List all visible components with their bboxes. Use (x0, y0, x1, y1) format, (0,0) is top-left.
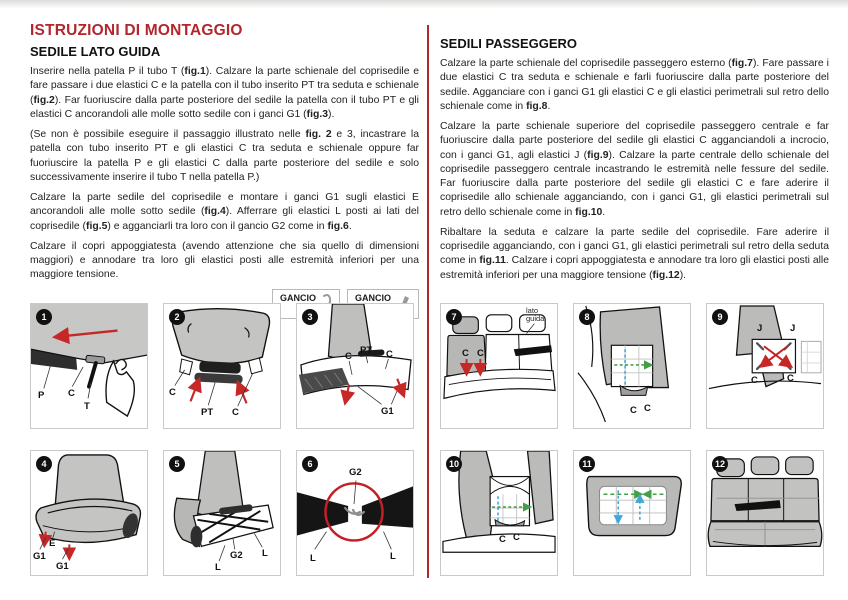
figure-panel-9: 9 J J C C (706, 303, 824, 429)
figure-panel-10: 10 C C (440, 450, 558, 576)
figure-panel-12: 12 (706, 450, 824, 576)
figure-label: C (345, 351, 352, 362)
paragraph: Calzare il copri appoggiatesta (avendo a… (30, 240, 419, 281)
figure-number-badge: 4 (36, 456, 52, 472)
figure-number-badge: 12 (712, 456, 728, 472)
scan-edge-shadow (0, 0, 848, 9)
paragraph: Inserire nella patella P il tubo T (fig.… (30, 66, 419, 120)
figure-number-badge: 3 (302, 309, 318, 325)
figure-number-badge: 1 (36, 309, 52, 325)
section-title-driver-seat: SEDILE LATO GUIDA (30, 44, 161, 59)
figure-7-illustration (443, 314, 556, 400)
figure-grid-driver: 1 P C T 2 (30, 303, 414, 576)
figure-label: L (390, 551, 396, 562)
figure-label: G2 (230, 550, 243, 561)
right-column: SEDILI PASSEGGERO Calzare la parte schie… (440, 22, 829, 289)
figure-number-badge: 5 (169, 456, 185, 472)
figure-number-badge: 6 (302, 456, 318, 472)
figure-label: C (787, 373, 794, 384)
figure-label: C (751, 375, 758, 386)
figure-number-badge: 9 (712, 309, 728, 325)
page-title: ISTRUZIONI DI MONTAGGIO (30, 22, 243, 39)
paragraph: Calzare la parte schienale superiore del… (440, 121, 829, 218)
section-title-passenger-seats: SEDILI PASSEGGERO (440, 36, 578, 51)
figure-label: C (477, 348, 484, 359)
figure-panel-6: 6 G2 L L (296, 450, 414, 576)
figure-label: T (84, 401, 90, 412)
figure-number-badge: 11 (579, 456, 595, 472)
figure-label: C (68, 388, 75, 399)
figure-label: C (232, 407, 239, 418)
figure-panel-3: 3 C PT C G1 (296, 303, 414, 429)
figure-label: P (38, 390, 45, 401)
figure-label: PT (201, 407, 214, 418)
figure-panel-8: 8 C C (573, 303, 691, 429)
figure-panel-2: 2 C PT C (163, 303, 281, 429)
figure-8-illustration (577, 305, 670, 423)
figure-6-illustration (297, 480, 413, 550)
figure-label: C (630, 405, 637, 416)
figure-label: C (169, 387, 176, 398)
figure-note-lato-guida: lato guida (526, 306, 545, 324)
figure-2-illustration (171, 307, 271, 407)
paragraph: Calzare la parte schienale del coprisedi… (440, 58, 829, 112)
figure-12-illustration (707, 456, 823, 547)
figure-label: G1 (381, 406, 394, 417)
figure-4-illustration (35, 454, 142, 562)
figure-label: J (790, 323, 796, 334)
figure-panel-1: 1 P C T (30, 303, 148, 429)
figure-panel-5: 5 L G2 L (163, 450, 281, 576)
figure-number-badge: 2 (169, 309, 185, 325)
figure-label: PT (360, 345, 373, 356)
hook-title: GANCIO (280, 292, 316, 303)
figure-label: G1 (33, 551, 46, 562)
figure-1-illustration (31, 304, 147, 418)
left-column: ISTRUZIONI DI MONTAGGIO SEDILE LATO GUID… (30, 22, 419, 319)
paragraph: (Se non è possibile eseguire il passaggi… (30, 129, 419, 183)
figure-label: C (462, 348, 469, 359)
figure-number-badge: 8 (579, 309, 595, 325)
figure-panel-7: 7 C C lato guida (440, 303, 558, 429)
column-divider (427, 25, 429, 578)
figure-panel-11: 11 (573, 450, 691, 576)
figure-label: L (262, 548, 268, 559)
figure-label: J (757, 323, 763, 334)
figure-5-illustration (173, 451, 274, 562)
figure-label: C (513, 532, 520, 543)
figure-9-illustration (708, 305, 822, 390)
hook-title: GANCIO (355, 292, 391, 303)
figure-label: C (644, 403, 651, 414)
figure-number-badge: 10 (446, 456, 462, 472)
figure-panel-4: 4 G1 E G1 (30, 450, 148, 576)
figure-label: C (386, 349, 393, 360)
paragraph: Ribaltare la seduta e calzare la parte s… (440, 226, 829, 281)
figure-label: G1 (56, 561, 69, 572)
figure-label: G2 (349, 467, 362, 478)
figure-label: C (499, 534, 506, 545)
figure-label: E (49, 538, 56, 549)
figure-label: L (215, 562, 221, 573)
figure-10-illustration (442, 451, 556, 553)
figure-label: L (310, 553, 316, 564)
figure-3-illustration (298, 304, 412, 406)
figure-grid-passenger: 7 C C lato guida 8 (440, 303, 824, 576)
figure-number-badge: 7 (446, 309, 462, 325)
figure-11-illustration (586, 475, 682, 537)
paragraph: Calzare la parte sedile del coprisedile … (30, 192, 419, 232)
